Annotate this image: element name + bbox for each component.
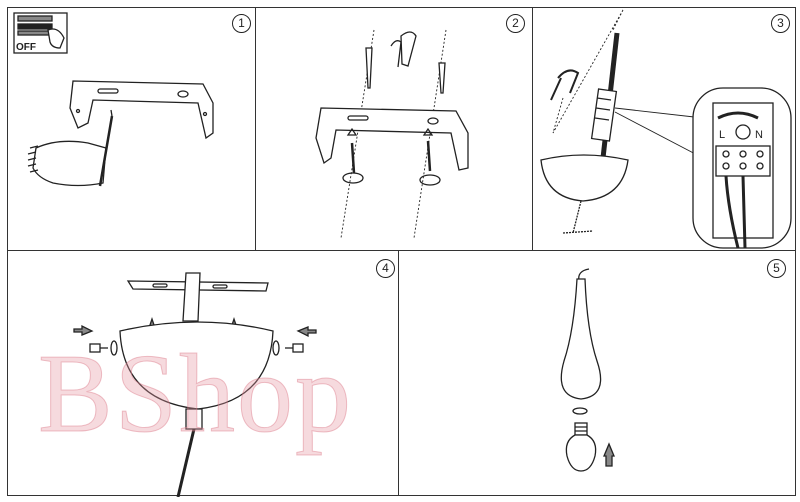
step-3-panel: 3 L N — [532, 7, 796, 251]
screws — [342, 127, 441, 186]
step-2-panel: 2 — [255, 7, 533, 251]
screws — [89, 340, 304, 356]
hand-with-pencil — [27, 109, 114, 187]
canopy — [540, 154, 629, 234]
step-5-illustration — [560, 268, 615, 472]
light-bulb — [565, 422, 597, 472]
canopy — [119, 321, 274, 497]
step-4-illustration — [73, 272, 317, 497]
step-number: 1 — [232, 14, 251, 33]
bracket — [315, 107, 469, 171]
step-1-panel: 1 OFF — [7, 7, 256, 251]
live-label: L — [719, 129, 725, 141]
step-5-panel: 5 — [398, 250, 796, 496]
step-number: 2 — [506, 14, 525, 33]
neutral-label: N — [755, 129, 763, 141]
off-label: OFF — [16, 42, 36, 53]
pendant-shade — [560, 278, 602, 400]
power-off-icon — [13, 12, 68, 54]
terminal-block-detail — [692, 87, 792, 249]
bracket — [69, 80, 214, 140]
step-2-illustration — [315, 29, 469, 239]
step-3-illustration: L N — [540, 9, 792, 249]
step-4-panel: 4 — [7, 250, 399, 497]
step-number: 3 — [771, 14, 790, 33]
up-arrow — [603, 442, 615, 467]
side-arrows — [73, 324, 317, 338]
cable-with-connector — [590, 32, 620, 159]
step-number: 5 — [767, 259, 786, 278]
step-number: 4 — [376, 259, 395, 278]
step-1-illustration: OFF — [13, 12, 214, 187]
wall-plugs — [365, 31, 446, 94]
bracket — [126, 272, 269, 322]
